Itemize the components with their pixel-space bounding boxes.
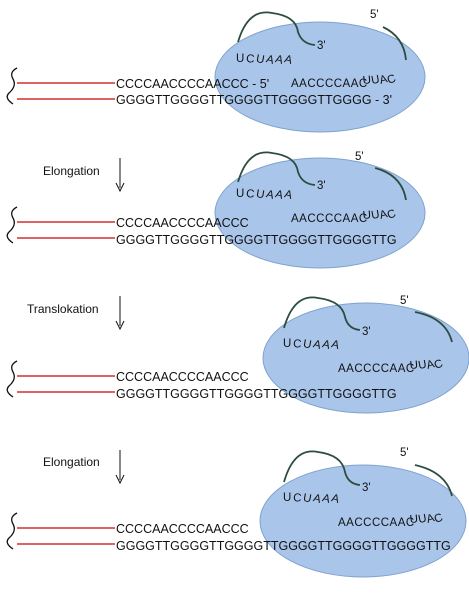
rna-loop-right (374, 167, 407, 201)
dna-end-bracket (6, 67, 18, 105)
panel-3: CCCCAACCCCAACCC GGGGTTGGGGTTGGGGTTGGGGTT… (6, 295, 469, 414)
dna-end-bracket (6, 512, 18, 550)
rna-3prime-label: 3' (362, 482, 371, 494)
rna-loop-right (414, 464, 453, 497)
rna-template-middle: AACCCCAAC (338, 363, 415, 375)
rna-template-left: UCUAAA (283, 492, 342, 506)
rna-template-right: UUAC (409, 358, 445, 372)
rna-loop-left (237, 151, 316, 186)
step-label-elongation-2: Elongation (43, 455, 100, 469)
panel-2: CCCCAACCCCAACCC GGGGTTGGGGTTGGGGTTGGGGTT… (6, 151, 426, 269)
rna-5prime-label: 5' (355, 151, 364, 163)
bottom-strand-sequence: GGGGTTGGGGTTGGGGTTGGGGTTGGGG - 3' (116, 93, 392, 107)
top-strand-sequence: CCCCAACCCCAACCC (116, 522, 249, 536)
rna-3prime-label: 3' (317, 40, 326, 52)
bottom-strand-sequence: GGGGTTGGGGTTGGGGTTGGGGTTGGGGTTG (116, 233, 397, 247)
rna-template-left: UCUAAA (283, 338, 342, 352)
rna-loop-right (382, 26, 407, 61)
rna-template-right: UUAC (362, 73, 398, 87)
rna-template-left: UCUAAA (236, 188, 295, 202)
step-arrow-2 (115, 296, 125, 331)
rna-3prime-label: 3' (317, 180, 326, 192)
rna-loop-right (414, 311, 453, 343)
rna-3prime-label: 3' (362, 326, 371, 338)
top-strand-sequence: CCCCAACCCCAACCC (116, 216, 249, 230)
rna-5prime-label: 5' (400, 447, 409, 459)
panel-1: CCCCAACCCCAACCC - 5' GGGGTTGGGGTTGGGGTTG… (6, 9, 426, 133)
rna-5prime-label: 5' (400, 295, 409, 307)
telomerase-enzyme (214, 157, 426, 269)
rna-template-right: UUAC (409, 512, 445, 526)
rna-loop-left (283, 450, 361, 486)
telomerase-enzyme (259, 464, 467, 578)
step-arrow-1 (115, 158, 125, 193)
rna-template-middle: AACCCCAAC (291, 78, 368, 90)
panel-4: CCCCAACCCCAACCC GGGGTTGGGGTTGGGGTTGGGGTT… (6, 447, 467, 578)
step-label-elongation-1: Elongation (43, 164, 100, 178)
rna-template-right: UUAC (362, 208, 398, 222)
rna-5prime-label: 5' (370, 9, 379, 21)
dna-end-bracket (6, 360, 18, 398)
top-strand-sequence: CCCCAACCCCAACCC - 5' (116, 77, 269, 91)
rna-template-middle: AACCCCAAC (291, 213, 368, 225)
dna-end-bracket (6, 206, 18, 244)
step-arrow-3 (115, 450, 125, 485)
bottom-strand-sequence: GGGGTTGGGGTTGGGGTTGGGGTTGGGGTTGGGGTTG (116, 539, 451, 553)
rna-template-middle: AACCCCAAC (338, 517, 415, 529)
telomerase-enzyme (262, 302, 469, 414)
step-label-translokation: Translokation (27, 302, 99, 316)
telomerase-enzyme (214, 21, 426, 133)
bottom-strand-sequence: GGGGTTGGGGTTGGGGTTGGGGTTGGGGTTG (116, 387, 397, 401)
rna-loop-left (237, 11, 316, 46)
top-strand-sequence: CCCCAACCCCAACCC (116, 370, 249, 384)
rna-template-left: UCUAAA (236, 53, 295, 67)
rna-loop-left (283, 296, 361, 331)
